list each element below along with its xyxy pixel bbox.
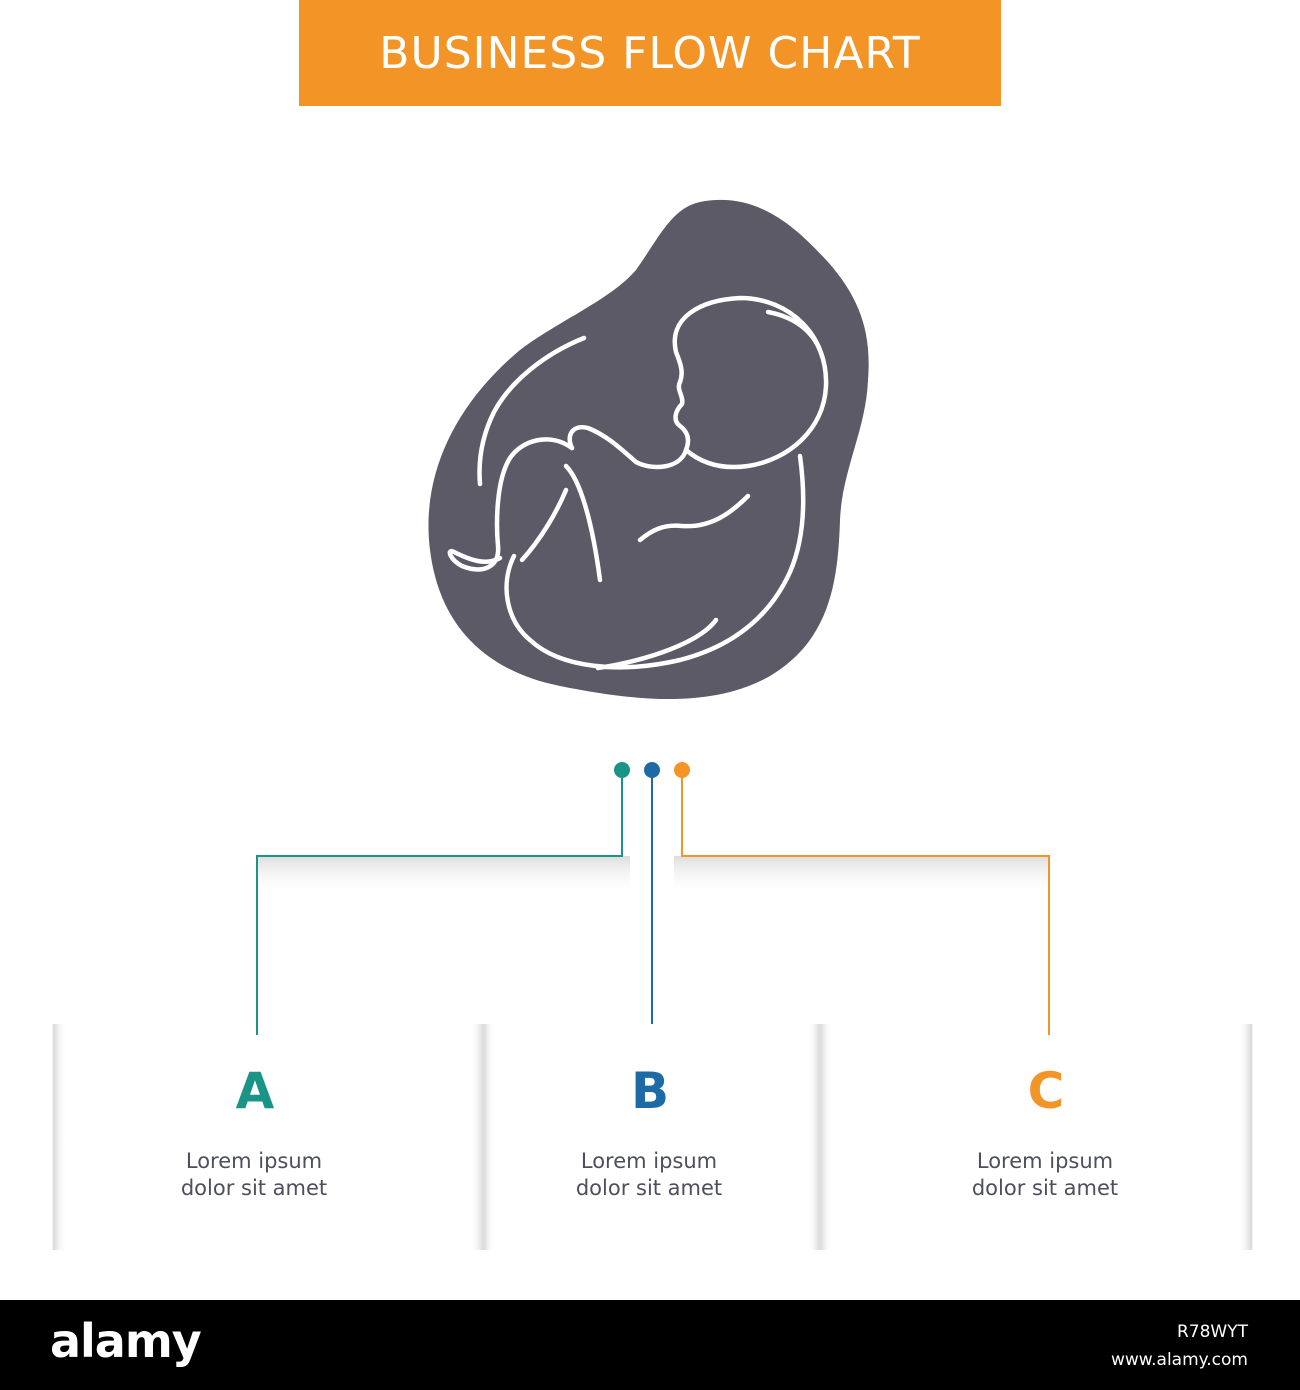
footer-logo: alamy bbox=[50, 1314, 202, 1368]
step-cards bbox=[52, 1024, 1253, 1250]
footer-bar: alamy R78WYT www.alamy.com bbox=[0, 1300, 1300, 1390]
step-b-text: Lorem ipsum dolor sit amet bbox=[519, 1148, 779, 1202]
step-c-line2: dolor sit amet bbox=[971, 1176, 1119, 1200]
footer-url: www.alamy.com bbox=[1110, 1350, 1248, 1370]
connector-line-c bbox=[681, 778, 1050, 1035]
card-b-right-edge bbox=[808, 1024, 820, 1250]
footer-image-id: R78WYT bbox=[1176, 1322, 1248, 1342]
step-a-text: Lorem ipsum dolor sit amet bbox=[124, 1148, 384, 1202]
step-a-line1: Lorem ipsum bbox=[185, 1149, 323, 1173]
connector-dot-b bbox=[644, 762, 660, 778]
connector-dot-a bbox=[614, 762, 630, 778]
step-c-letter: C bbox=[1027, 1062, 1065, 1120]
step-b-line2: dolor sit amet bbox=[575, 1176, 723, 1200]
chart-title: BUSINESS FLOW CHART bbox=[379, 27, 921, 79]
flow-chart-canvas bbox=[52, 199, 1253, 1250]
step-c-line1: Lorem ipsum bbox=[976, 1149, 1114, 1173]
card-c-right-edge bbox=[1238, 1024, 1252, 1250]
connector-line-a bbox=[256, 778, 623, 1035]
card-b-left-edge bbox=[484, 1024, 494, 1250]
womb-blob-shape bbox=[428, 199, 869, 700]
step-b-letter: B bbox=[630, 1062, 670, 1120]
step-b-line1: Lorem ipsum bbox=[580, 1149, 718, 1173]
title-banner: BUSINESS FLOW CHART bbox=[299, 0, 1001, 106]
card-a-left-edge bbox=[53, 1024, 67, 1250]
card-c-left-edge bbox=[820, 1024, 832, 1250]
step-a-letter: A bbox=[235, 1062, 275, 1120]
step-a-line2: dolor sit amet bbox=[180, 1176, 328, 1200]
step-c-text: Lorem ipsum dolor sit amet bbox=[915, 1148, 1175, 1202]
connector-dot-c bbox=[674, 762, 690, 778]
fetus-baby-icon bbox=[428, 199, 869, 700]
card-a-right-edge bbox=[470, 1024, 484, 1250]
